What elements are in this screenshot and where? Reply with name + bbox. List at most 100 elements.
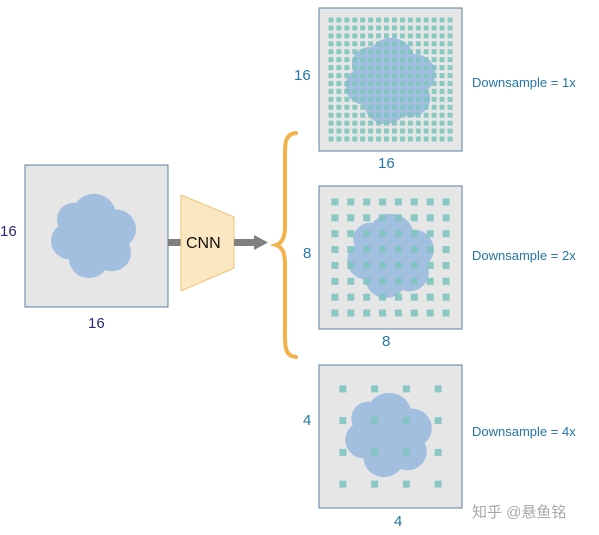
grid-point	[376, 136, 382, 142]
grid-point	[336, 88, 342, 94]
grid-point	[415, 136, 421, 142]
grid-point	[415, 25, 421, 31]
grid-point	[360, 128, 366, 134]
grid-point	[352, 73, 358, 79]
grid-point	[391, 41, 397, 47]
grid-point	[336, 128, 342, 134]
grid-point	[423, 120, 429, 126]
grid-point	[402, 385, 410, 393]
grid-point	[410, 261, 418, 269]
grid-point	[384, 80, 390, 86]
output-brace	[269, 131, 298, 359]
grid-point	[368, 112, 374, 118]
grid-point	[339, 480, 347, 488]
grid-point	[379, 293, 387, 301]
grid-point	[347, 277, 355, 285]
grid-point	[352, 128, 358, 134]
grid-point	[439, 104, 445, 110]
grid-point	[344, 33, 350, 39]
grid-point	[336, 104, 342, 110]
grid-point	[339, 385, 347, 393]
grid-point	[336, 136, 342, 142]
grid-point	[331, 309, 339, 317]
grid-point	[344, 73, 350, 79]
grid-point	[399, 73, 405, 79]
grid-point	[399, 57, 405, 63]
grid-point	[336, 41, 342, 47]
grid-point	[423, 112, 429, 118]
grid-point	[407, 136, 413, 142]
grid-point	[426, 246, 434, 254]
grid-point	[431, 80, 437, 86]
grid-point	[431, 25, 437, 31]
grid-point	[376, 65, 382, 71]
grid-point	[431, 57, 437, 63]
output-panel-2x: 8 8 Downsample = 2x	[303, 185, 576, 350]
grid-point	[391, 96, 397, 102]
grid-point	[336, 33, 342, 39]
grid-point	[344, 25, 350, 31]
grid-point	[331, 198, 339, 206]
grid-point	[442, 230, 450, 238]
grid-point	[394, 261, 402, 269]
grid-point	[344, 104, 350, 110]
grid-point	[344, 65, 350, 71]
grid-point	[399, 17, 405, 23]
grid-point	[399, 104, 405, 110]
cnn-label: CNN	[186, 235, 221, 252]
grid-point	[344, 120, 350, 126]
output-bottom-label: 4	[394, 513, 402, 530]
grid-point	[368, 73, 374, 79]
grid-point	[402, 480, 410, 488]
grid-point	[407, 96, 413, 102]
grid-point	[328, 41, 334, 47]
grid-point	[391, 57, 397, 63]
grid-point	[410, 230, 418, 238]
grid-point	[379, 277, 387, 285]
grid-point	[363, 261, 371, 269]
grid-point	[434, 480, 442, 488]
grid-point	[399, 112, 405, 118]
grid-point	[431, 88, 437, 94]
grid-point	[394, 277, 402, 285]
grid-point	[331, 230, 339, 238]
grid-point	[407, 128, 413, 134]
grid-point	[331, 261, 339, 269]
input-panel: 16 16	[0, 164, 169, 332]
grid-point	[439, 120, 445, 126]
grid-point	[394, 214, 402, 222]
input-arrow-shaft	[168, 239, 190, 246]
grid-point	[384, 57, 390, 63]
grid-point	[371, 417, 379, 425]
grid-point	[407, 112, 413, 118]
grid-point	[431, 128, 437, 134]
grid-point	[399, 88, 405, 94]
grid-point	[352, 88, 358, 94]
grid-point	[379, 261, 387, 269]
grid-point	[431, 73, 437, 79]
grid-point	[376, 80, 382, 86]
grid-point	[376, 96, 382, 102]
grid-point	[384, 136, 390, 142]
grid-point	[344, 112, 350, 118]
grid-point	[439, 25, 445, 31]
grid-point	[384, 104, 390, 110]
grid-point	[426, 261, 434, 269]
grid-point	[439, 65, 445, 71]
grid-point	[439, 41, 445, 47]
grid-point	[360, 104, 366, 110]
grid-point	[379, 214, 387, 222]
grid-point	[431, 49, 437, 55]
grid-point	[391, 120, 397, 126]
grid-point	[328, 73, 334, 79]
grid-point	[415, 80, 421, 86]
grid-point	[328, 80, 334, 86]
grid-point	[368, 41, 374, 47]
grid-point	[352, 136, 358, 142]
grid-point	[415, 112, 421, 118]
grid-point	[331, 246, 339, 254]
grid-point	[376, 73, 382, 79]
grid-point	[360, 49, 366, 55]
grid-point	[439, 33, 445, 39]
grid-point	[407, 25, 413, 31]
